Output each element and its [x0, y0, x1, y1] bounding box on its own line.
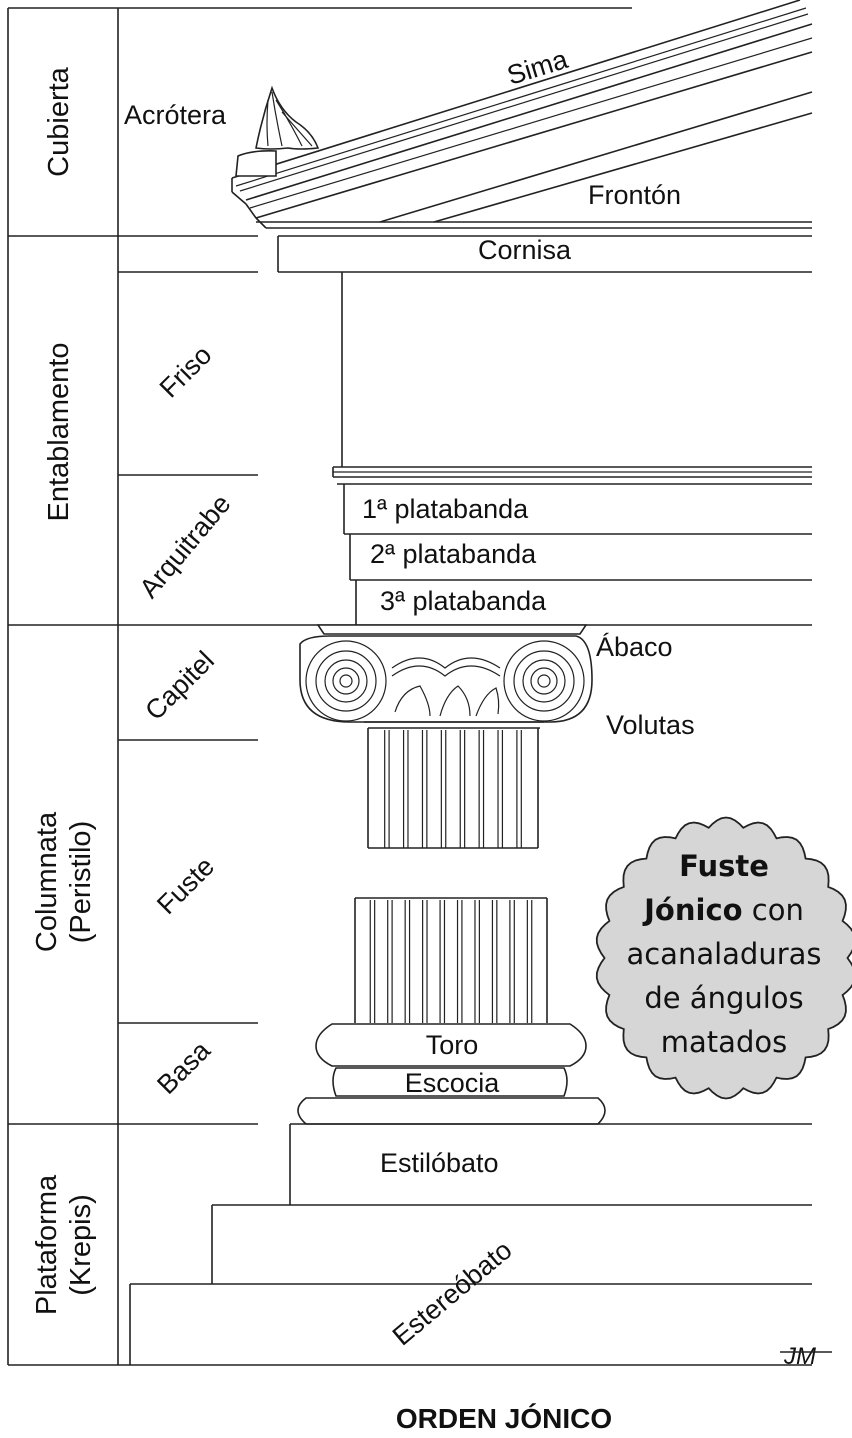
- section-label-entablamento: Entablamento: [43, 343, 75, 522]
- badge-line-4: de ángulos: [644, 981, 803, 1015]
- label-fronton: Frontón: [588, 180, 681, 210]
- fuste-jonico-badge-shape: [595, 816, 852, 1100]
- label-abaco: Ábaco: [596, 632, 673, 662]
- label-platabanda-3: 3ª platabanda: [380, 586, 547, 616]
- badge-line-1: Fuste: [679, 849, 769, 883]
- artist-signature: JM: [783, 1343, 816, 1370]
- subsection-label-friso: Friso: [154, 340, 218, 404]
- section-label-cubierta: Cubierta: [43, 66, 75, 176]
- label-acrotera: Acrótera: [124, 100, 227, 130]
- label-estereobato: Estereóbato: [387, 1235, 518, 1352]
- subsection-label-fuste: Fuste: [151, 851, 220, 920]
- diagram-title: ORDEN JÓNICO: [396, 1403, 612, 1434]
- acroterion-ornament: [235, 85, 320, 177]
- shaft-lower-fragment: [354, 897, 548, 1023]
- label-volutas: Volutas: [606, 710, 695, 740]
- label-platabanda-1: 1ª platabanda: [362, 494, 529, 524]
- ionic-capital: [299, 624, 593, 729]
- section-frame: [7, 7, 632, 1366]
- section-label-columnata: Columnata: [31, 811, 63, 952]
- platform-steps: [118, 1123, 812, 1366]
- badge-line-3: acanaladuras: [626, 937, 821, 971]
- subsection-label-basa: Basa: [151, 1035, 216, 1100]
- subsection-label-arquitrabe: Arquitrabe: [134, 489, 237, 604]
- label-toro: Toro: [426, 1030, 479, 1060]
- label-estilobato: Estilóbato: [380, 1148, 499, 1178]
- badge-line-2-bold: Jónico: [642, 893, 742, 927]
- cornice-block: [277, 235, 812, 273]
- badge-line-2: Jónico con: [642, 893, 804, 927]
- badge-line-5: matados: [661, 1025, 787, 1059]
- section-label-krepis: (Krepis): [65, 1194, 97, 1296]
- section-label-peristilo: (Peristilo): [65, 821, 97, 943]
- label-cornisa: Cornisa: [478, 235, 572, 265]
- section-label-plataforma: Plataforma: [31, 1174, 63, 1315]
- column-base: [297, 1023, 606, 1125]
- pediment: [231, 0, 813, 229]
- badge-line-2-rest: con: [743, 893, 804, 927]
- shaft-upper-fragment: [367, 728, 539, 849]
- label-escocia: Escocia: [405, 1068, 501, 1098]
- subsection-label-capitel: Capitel: [139, 645, 220, 726]
- label-platabanda-2: 2ª platabanda: [370, 539, 537, 569]
